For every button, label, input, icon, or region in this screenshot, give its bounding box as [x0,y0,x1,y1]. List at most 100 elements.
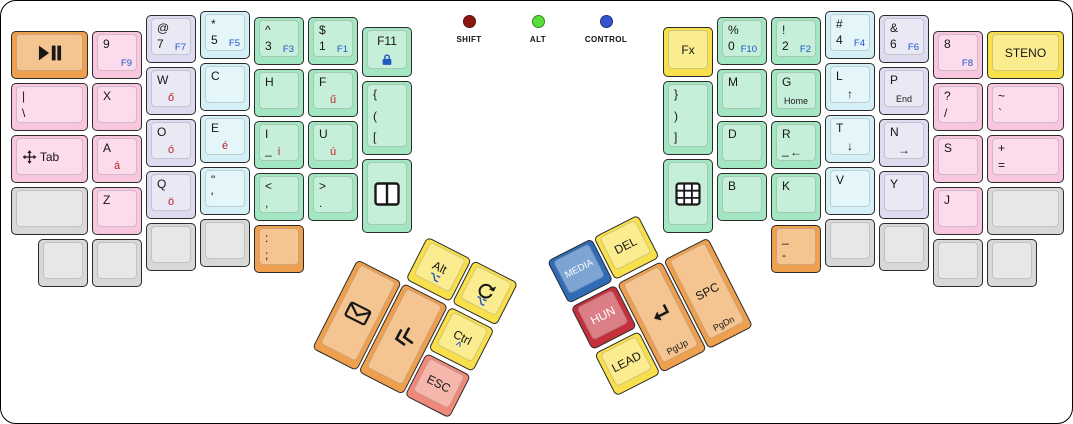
key-steno[interactable]: STENO [987,31,1064,79]
key-label: $ [319,23,326,37]
key-greater-period[interactable]: >. [308,173,358,221]
keycap-top: "' [205,170,245,207]
key-blank[interactable] [825,219,875,267]
key-label: @ [157,21,170,35]
key-enter[interactable]: PgUp [616,261,707,373]
key-r-left[interactable]: R_← [771,121,821,169]
key-tilde-backtick[interactable]: ~` [987,83,1064,131]
key-i[interactable]: I_í [254,121,304,169]
key-less-comma[interactable]: <, [254,173,304,221]
key-colon-semicolon[interactable]: :; [254,225,304,273]
key-v[interactable]: V [825,167,875,215]
key-label: { [373,87,378,101]
key-blank[interactable] [200,219,250,267]
key-t-down[interactable]: T↓ [825,115,875,163]
key-label: % [728,23,739,37]
key-quote-apostrophe[interactable]: "' [200,167,250,215]
key-question-slash[interactable]: ?/ [933,83,983,131]
key-underscore-hyphen[interactable]: _- [771,225,821,273]
keycap-top [205,222,245,259]
key-h[interactable]: H [254,69,304,117]
key-fx[interactable]: Fx [663,27,713,77]
key-s[interactable]: S [933,135,983,183]
key-play-pause[interactable] [11,31,88,79]
keycap-top: <, [259,176,299,213]
key-label: / [944,106,948,120]
key-c[interactable]: C [200,63,250,111]
key-redo[interactable] [451,260,519,326]
keycap-top [16,190,83,227]
key-braces-right[interactable]: })] [663,81,713,155]
key-label: PgDn [711,314,736,334]
key-pipe-backslash[interactable]: |\ [11,83,88,131]
key-blank[interactable] [933,239,983,287]
key-label: # [836,17,843,31]
keycap-top: J [938,190,978,227]
key-label: Home [783,96,809,106]
key-blank[interactable] [38,239,88,287]
key-blank[interactable] [11,187,88,235]
key-move-tab[interactable]: Tab [11,135,88,183]
key-l-up[interactable]: L↑ [825,63,875,111]
key-z[interactable]: Z [92,187,142,235]
key-mail[interactable] [311,259,402,372]
key-plus-equals[interactable]: += [987,135,1064,183]
key-braces-left[interactable]: {([ [362,81,412,155]
enter-icon [646,301,675,329]
keycap-top: Y [884,174,924,211]
key-k[interactable]: K [771,173,821,221]
key-label: H [265,75,274,89]
lock-icon [382,54,393,66]
keycap-top: K [776,176,816,213]
key-blank[interactable] [92,239,142,287]
key-label: 8 [944,37,951,51]
key-label: Y [890,177,899,191]
key-label: F1 [336,43,348,55]
key-label: PgUp [665,337,690,357]
key-label: ) [674,108,678,123]
key-x[interactable]: X [92,83,142,131]
key-d[interactable]: D [717,121,767,169]
key-blank[interactable] [987,239,1037,287]
key-grid-toggle[interactable] [663,159,713,233]
key-n-right[interactable]: N→ [879,119,929,167]
key-alt[interactable]: Alt [405,236,472,303]
indicator-label: ALT [529,35,547,44]
key-blank[interactable] [987,187,1064,235]
key-blank[interactable] [146,223,196,271]
key-label: F6 [907,41,919,53]
key-layout-toggle[interactable] [362,159,412,233]
key-f11[interactable]: F11 [362,27,412,77]
key-label: . [319,196,323,210]
key-blank[interactable] [879,223,929,271]
key-y[interactable]: Y [879,171,929,219]
key-m[interactable]: M [717,69,767,117]
keycap-top: HUN [576,289,629,341]
keycap-top: V [830,170,870,207]
indicator-shift: SHIFT [437,15,501,44]
key-b[interactable]: B [717,173,767,221]
key-chevrons[interactable] [358,282,449,395]
key-j[interactable]: J [933,187,983,235]
